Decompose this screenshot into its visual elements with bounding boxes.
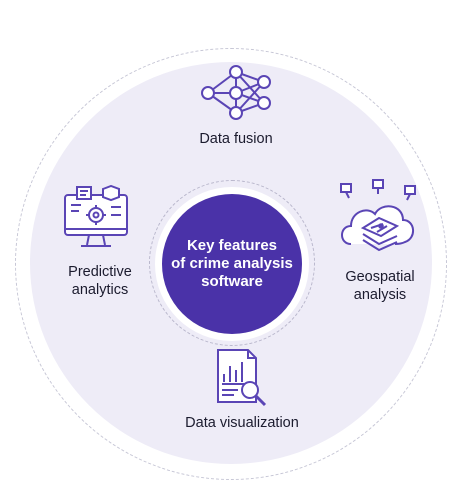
feature-label-predictive-analytics: Predictive analytics xyxy=(68,264,132,298)
report-magnifier-icon xyxy=(214,348,270,408)
feature-label-data-fusion: Data fusion xyxy=(199,131,273,147)
inner-dashed-ring xyxy=(149,180,315,346)
center-title: Key features of crime analysis software xyxy=(171,237,293,290)
center-circle: Key features of crime analysis software xyxy=(162,194,302,334)
neural-network-icon xyxy=(200,62,272,122)
monitor-gear-icon xyxy=(63,185,131,251)
cloud-map-icon xyxy=(337,178,423,254)
outer-dashed-ring xyxy=(15,48,447,480)
feature-label-data-visualization: Data visualization xyxy=(185,415,299,431)
feature-label-geospatial-analysis: Geospatial analysis xyxy=(345,269,415,303)
